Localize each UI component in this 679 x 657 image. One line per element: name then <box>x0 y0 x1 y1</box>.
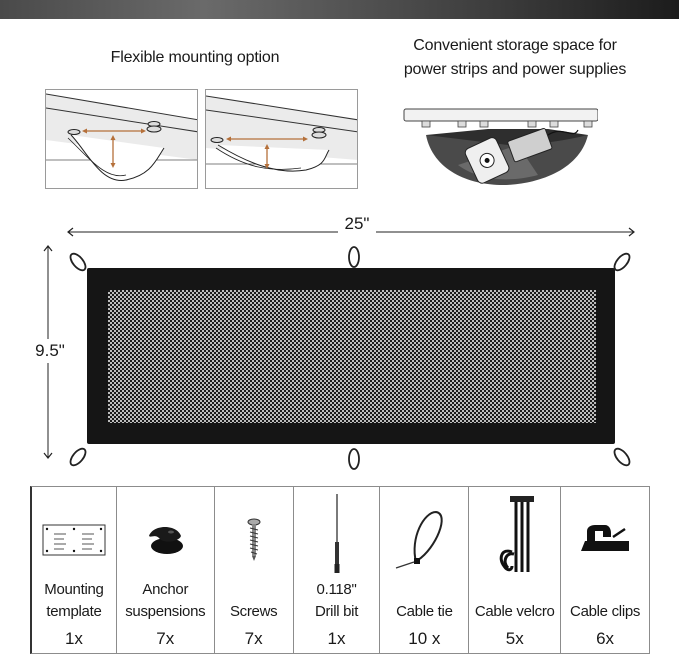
mounting-illustration-shallow <box>205 89 358 189</box>
cable-tie-icon <box>396 510 443 569</box>
storage-illustration <box>398 105 599 190</box>
item-quantity: 6x <box>596 629 615 648</box>
height-dimension-label: 9.5" <box>28 339 72 363</box>
item-quantity: 5x <box>505 629 524 648</box>
desk-mesh-shallow-icon <box>206 95 357 172</box>
carabiner-hook-icon <box>69 447 87 467</box>
carabiner-hook-icon <box>613 252 631 272</box>
item-label-line2: Drill bit <box>314 603 359 620</box>
carabiner-hook-icon <box>348 448 360 470</box>
item-label-line2: suspensions <box>125 603 206 620</box>
storage-heading-line2: power strips and power supplies <box>403 61 627 78</box>
item-cable-velcro: Cable velcro 5x <box>469 487 562 653</box>
item-label-line1: Mounting <box>44 581 104 598</box>
item-mounting-template: Mounting template 1x <box>32 487 117 653</box>
item-cable-tie: Cable tie 10 x <box>380 487 470 653</box>
item-quantity: 1x <box>327 629 346 648</box>
item-cable-clips: Cable clips 6x <box>561 487 649 653</box>
included-items-table: Mounting template 1x Anchor suspensions … <box>30 486 650 654</box>
item-label-line1: Anchor <box>142 581 189 598</box>
storage-heading-line1: Convenient storage space for <box>413 37 617 54</box>
cable-velcro-icon <box>499 496 534 572</box>
item-label-line2: Cable clips <box>570 603 641 620</box>
item-quantity: 7x <box>156 629 175 648</box>
desk-mesh-wide-icon <box>46 93 197 181</box>
item-label-line1: 0.118" <box>316 581 357 598</box>
item-label-line2: template <box>46 603 102 620</box>
carabiner-hook-icon <box>613 447 631 467</box>
item-anchor-suspensions: Anchor suspensions 7x <box>117 487 215 653</box>
mounting-template-icon <box>42 524 106 556</box>
drill-bit-icon <box>334 494 339 573</box>
anchor-suspension-icon <box>149 527 184 554</box>
item-quantity: 1x <box>64 629 83 648</box>
mounting-illustration-wide <box>45 89 198 189</box>
item-screws: Screws 7x <box>215 487 294 653</box>
power-strip-storage-icon <box>403 108 599 185</box>
width-dimension-label: 25" <box>338 214 376 234</box>
item-quantity: 10 x <box>408 629 441 648</box>
item-quantity: 7x <box>244 629 263 648</box>
carabiner-hook-icon <box>69 252 87 272</box>
storage-heading: Convenient storage space for power strip… <box>360 34 670 82</box>
cable-clip-icon <box>581 525 630 551</box>
mounting-heading: Flexible mounting option <box>110 49 280 66</box>
item-label-line2: Cable tie <box>396 603 453 620</box>
mesh-fabric <box>108 290 596 423</box>
carabiner-hook-icon <box>348 246 360 268</box>
item-label-line2: Screws <box>229 603 278 620</box>
top-banner-bar <box>0 0 679 19</box>
mesh-organizer-panel <box>87 268 615 444</box>
item-label-line2: Cable velcro <box>474 603 555 620</box>
item-drill-bit: 0.118" Drill bit 1x <box>294 487 381 653</box>
screw-icon <box>247 518 261 561</box>
